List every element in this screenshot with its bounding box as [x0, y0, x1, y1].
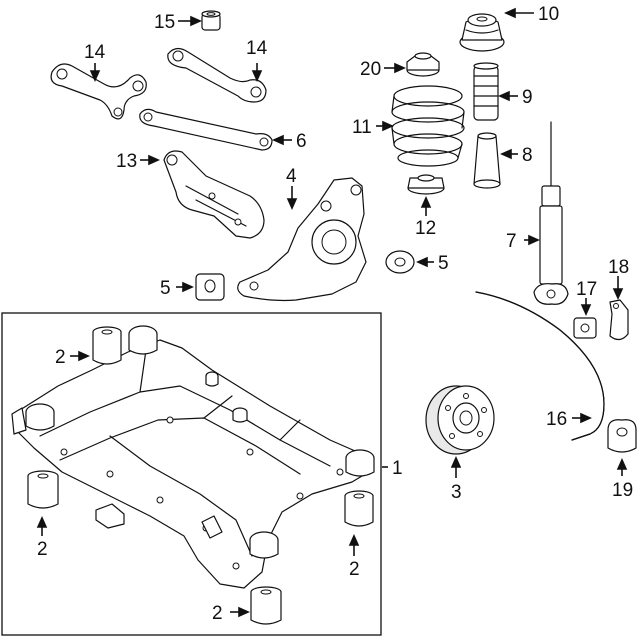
subframe-group-box [1, 312, 382, 636]
callout-2-right: 2 [349, 559, 360, 580]
callout-5-right: 5 [438, 253, 449, 274]
part-11-coil-spring [391, 85, 465, 167]
part-13-lower-control-arm [163, 150, 265, 239]
part-18-stabilizer-bracket [609, 299, 629, 341]
callout-20: 20 [360, 59, 381, 80]
callout-2-left: 2 [37, 539, 48, 560]
callout-3: 3 [451, 482, 462, 503]
part-15-bushing [201, 10, 221, 31]
subframe-nut-lower [232, 407, 248, 423]
callout-14-left: 14 [84, 42, 106, 63]
part-12-spring-seat [407, 174, 445, 195]
part-9-jounce-bumper [473, 62, 499, 121]
subframe-nut-upper [205, 371, 219, 387]
callout-11: 11 [352, 117, 372, 138]
callout-leaders [36, 7, 628, 618]
callout-17: 17 [576, 279, 597, 300]
callout-2-top: 2 [55, 347, 66, 368]
callout-7: 7 [506, 231, 517, 252]
part-10-strut-mount [459, 13, 505, 52]
part-16-stabilizer-bar [475, 291, 605, 441]
part-6-lateral-link [139, 108, 273, 151]
part-1-subframe [11, 325, 375, 589]
part-2-mount-bushing-left [27, 470, 59, 509]
callout-10: 10 [538, 4, 559, 25]
part-20-bump-stop-cap [406, 52, 440, 77]
callout-19: 19 [612, 480, 633, 501]
callout-5-left: 5 [160, 278, 171, 299]
callout-16: 16 [546, 409, 567, 430]
callout-6: 6 [296, 131, 307, 152]
part-5-bushing-right [385, 250, 415, 274]
callout-18: 18 [608, 257, 629, 278]
callout-15: 15 [154, 12, 175, 33]
part-2-mount-bushing-top [92, 326, 122, 365]
callout-1: 1 [392, 458, 403, 479]
callout-12: 12 [415, 218, 436, 239]
part-7-shock-absorber [533, 121, 569, 305]
part-14-upper-arm-right [167, 47, 267, 103]
part-14-upper-arm-left [50, 63, 147, 120]
part-2-mount-bushing-bottom [250, 586, 282, 625]
callout-14-right: 14 [246, 38, 268, 59]
part-17-stabilizer-bushing [573, 317, 597, 339]
part-4-knuckle [237, 177, 367, 302]
subframe-clip [95, 503, 125, 529]
callout-2-bottom: 2 [212, 603, 223, 624]
callout-9: 9 [522, 87, 533, 108]
callout-labels: 15 10 14 14 20 9 11 6 8 13 4 12 7 5 5 18… [37, 4, 633, 624]
part-2-mount-bushing-right [344, 490, 374, 527]
callout-8: 8 [522, 145, 533, 166]
part-8-dust-boot [473, 132, 501, 189]
callout-4: 4 [286, 166, 297, 187]
part-5-bushing-left [195, 273, 225, 301]
callout-13: 13 [116, 151, 137, 172]
part-19-link-bushing [607, 419, 637, 453]
part-3-hub-bearing [425, 385, 495, 455]
